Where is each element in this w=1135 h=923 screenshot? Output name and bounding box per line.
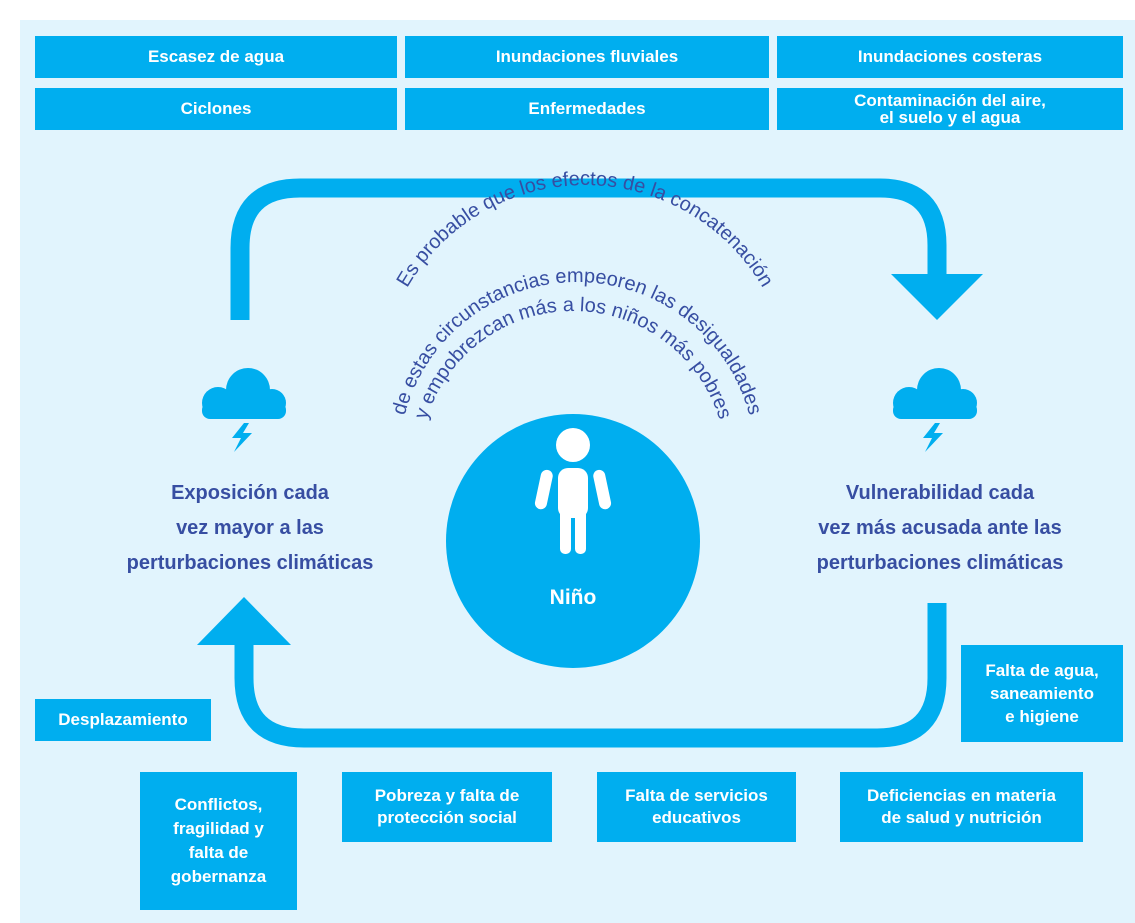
arrow-head-up — [197, 597, 291, 645]
factor-label: Pobreza y falta de protección social — [374, 786, 520, 827]
child-icon — [534, 428, 612, 554]
factor-label: Desplazamiento — [58, 710, 188, 729]
hazard-label: Enfermedades — [528, 99, 646, 118]
cycle-arrow-top — [230, 178, 947, 320]
hazard-box-water-scarcity: Escasez de agua — [35, 36, 397, 78]
storm-cloud-icon — [893, 368, 977, 452]
factor-box-education: Falta de servicios educativos — [597, 772, 796, 842]
hazard-label: Contaminación del aire, el suelo y el ag… — [854, 91, 1046, 127]
hazard-box-cyclones: Ciclones — [35, 88, 397, 130]
factor-label: Falta de agua, saneamiento e higiene — [985, 661, 1099, 726]
child-label: Niño — [549, 586, 597, 609]
factor-box-poverty: Pobreza y falta de protección social — [342, 772, 552, 842]
arrow-head-down — [891, 274, 983, 320]
hazard-label: Inundaciones fluviales — [495, 47, 679, 66]
exposure-label: Exposición cada vez mayor a las perturba… — [126, 482, 374, 574]
hazard-label: Inundaciones costeras — [857, 47, 1043, 66]
factor-box-wash: Falta de agua, saneamiento e higiene — [961, 645, 1123, 742]
hazard-box-coastal-floods: Inundaciones costeras — [777, 36, 1123, 78]
hazard-box-river-floods: Inundaciones fluviales — [405, 36, 769, 78]
factor-label: Conflictos, fragilidad y falta de gobern… — [170, 795, 267, 886]
storm-cloud-icon — [202, 368, 286, 452]
hazard-label: Escasez de agua — [147, 47, 285, 66]
cycle-arrow-bottom — [234, 603, 947, 748]
factor-label: Deficiencias en materia de salud y nutri… — [867, 786, 1056, 827]
factor-label: Falta de servicios educativos — [625, 786, 768, 827]
factor-box-conflict: Conflictos, fragilidad y falta de gobern… — [140, 772, 297, 910]
hazard-box-pollution: Contaminación del aire, el suelo y el ag… — [777, 88, 1123, 130]
vulnerability-label: Vulnerabilidad cada vez más acusada ante… — [816, 482, 1064, 574]
factor-box-displacement: Desplazamiento — [35, 699, 211, 741]
hazard-box-diseases: Enfermedades — [405, 88, 769, 130]
factor-box-health: Deficiencias en materia de salud y nutri… — [840, 772, 1083, 842]
hazard-label: Ciclones — [180, 99, 252, 118]
